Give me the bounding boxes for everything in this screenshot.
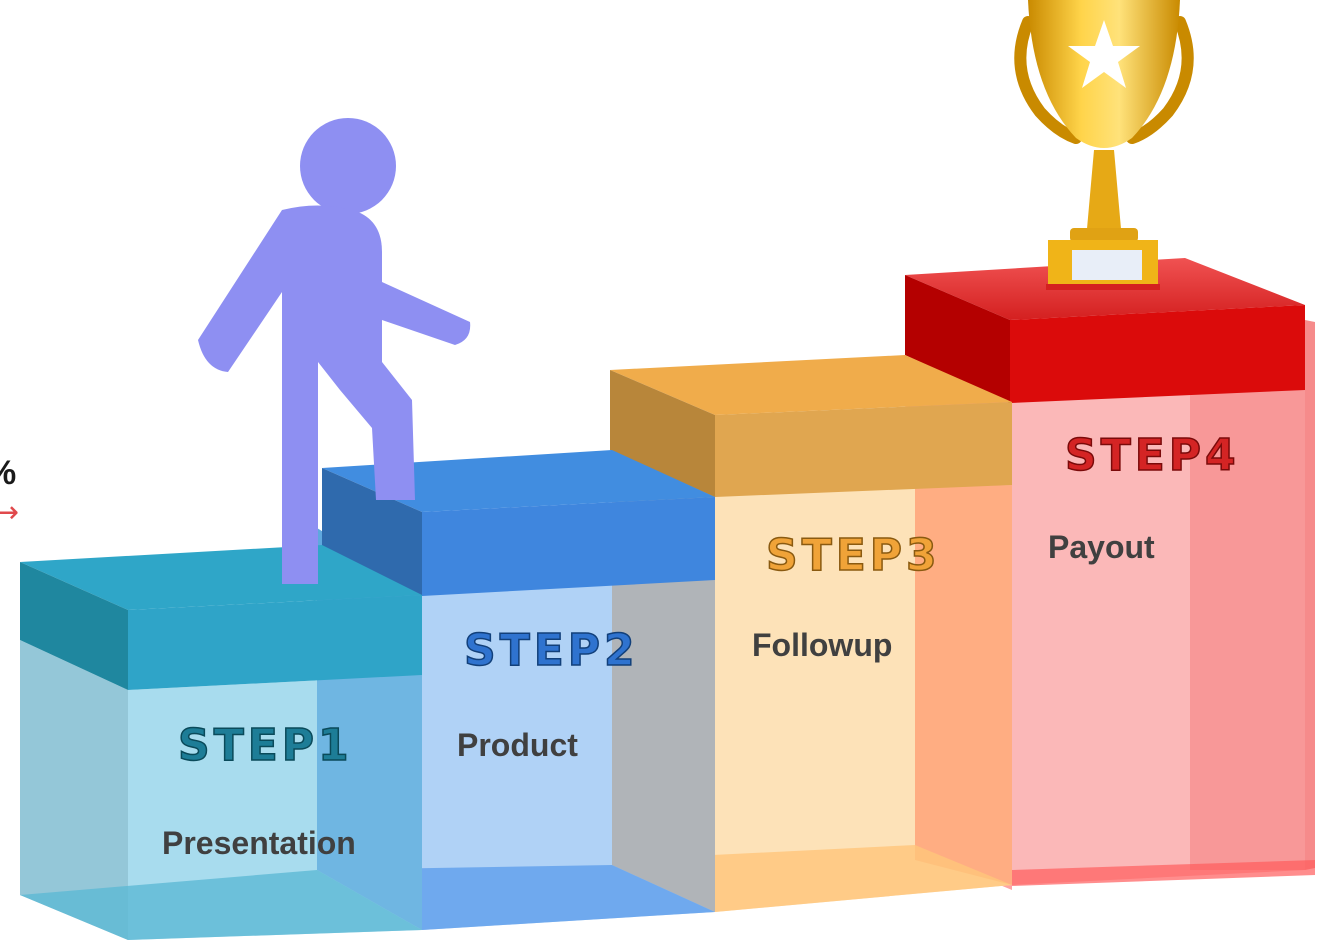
step1-block bbox=[20, 545, 422, 940]
cropped-arrow: → bbox=[0, 495, 19, 530]
walking-person-icon bbox=[198, 118, 471, 584]
step2-top bbox=[322, 450, 715, 512]
trophy-icon bbox=[1014, 0, 1194, 290]
step1-description: Presentation bbox=[162, 825, 356, 861]
step1-label-group: STEP1 Presentation bbox=[162, 719, 356, 861]
step1-title: STEP1 bbox=[178, 720, 353, 771]
step2-title: STEP2 bbox=[464, 625, 639, 676]
step3-label-group: STEP3 Followup bbox=[752, 529, 941, 663]
step2-label-group: STEP2 Product bbox=[457, 624, 639, 763]
step3-description: Followup bbox=[752, 627, 892, 663]
cropped-percent-text: % bbox=[0, 454, 16, 492]
step3-title: STEP3 bbox=[766, 530, 941, 581]
step3-top bbox=[610, 355, 1012, 415]
step4-label-group: STEP4 Payout bbox=[1048, 429, 1240, 565]
step1-top bbox=[20, 545, 422, 610]
step2-description: Product bbox=[457, 727, 578, 763]
step4-description: Payout bbox=[1048, 529, 1155, 565]
step4-title: STEP4 bbox=[1065, 430, 1240, 481]
